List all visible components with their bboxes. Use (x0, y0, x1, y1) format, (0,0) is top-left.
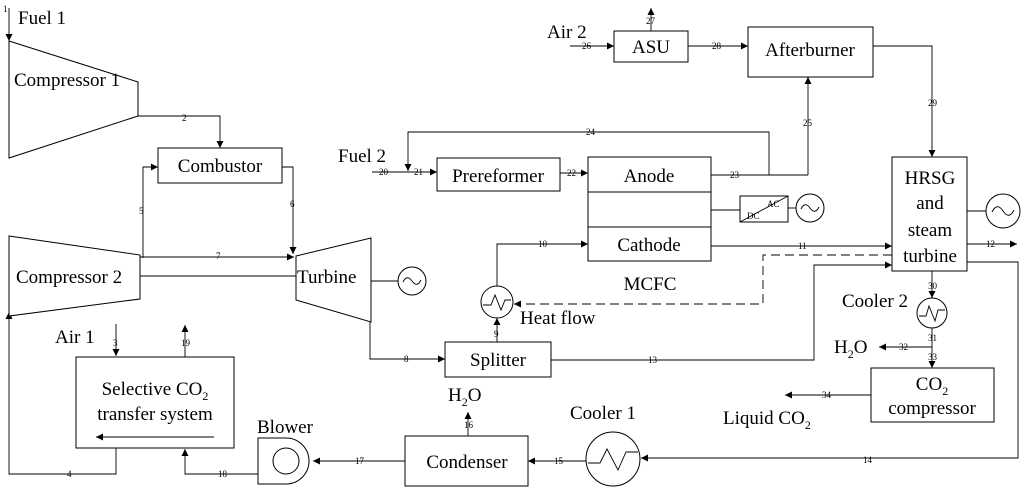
stream-30: 30 (928, 281, 938, 291)
hrsg-steam-turbine-box (891, 156, 968, 272)
label-co2-compressor-line2: compressor (888, 398, 976, 419)
stream-19: 19 (181, 338, 191, 348)
afterburner-box (747, 26, 874, 78)
label-compressor-2: Compressor 2 (16, 267, 122, 288)
label-compressor-1: Compressor 1 (14, 70, 120, 91)
stream-21: 21 (414, 167, 423, 177)
stream-16: 16 (464, 420, 474, 430)
label-combustor: Combustor (178, 156, 263, 177)
mcfc-stack (587, 156, 712, 262)
dc-ac-inverter (739, 195, 789, 223)
generator-icon-turbine (397, 266, 427, 296)
label-hrsg-line4: turbine (903, 246, 957, 267)
turbine (295, 237, 372, 323)
label-blower: Blower (257, 417, 314, 438)
stream-13: 13 (648, 355, 658, 365)
stream-1: 1 (3, 4, 8, 14)
prereformer-box (436, 157, 561, 192)
label-turbine: Turbine (297, 267, 356, 288)
combustor-box (157, 147, 283, 184)
label-prereformer: Prereformer (452, 166, 544, 187)
label-selective-co2-line2: transfer system (97, 404, 213, 425)
stream-17: 17 (355, 456, 365, 466)
cooler-1-heat-exchanger (585, 431, 641, 487)
asu-box (613, 30, 689, 63)
stream-4: 4 (67, 469, 72, 479)
label-condenser: Condenser (426, 452, 508, 473)
label-air-1: Air 1 (55, 327, 95, 348)
stream-26: 26 (582, 41, 592, 51)
stream-12: 12 (986, 239, 995, 249)
stream-14: 14 (863, 455, 873, 465)
condenser-box (404, 435, 529, 487)
stream-22: 22 (567, 168, 576, 178)
generator-icon-hrsg (985, 193, 1021, 229)
label-h2o-condenser: H2O (448, 385, 481, 409)
label-cooler-1: Cooler 1 (570, 403, 636, 424)
heater-icon (480, 285, 514, 319)
label-fuel-1: Fuel 1 (18, 8, 66, 29)
label-anode: Anode (624, 166, 675, 187)
label-afterburner: Afterburner (765, 40, 855, 61)
stream-18: 18 (218, 469, 228, 479)
label-hrsg-line3: steam (908, 220, 953, 241)
stream-2: 2 (182, 113, 187, 123)
stream-5: 5 (139, 206, 144, 216)
label-co2-compressor-line1: CO2 (916, 374, 948, 398)
label-dc: DC (747, 211, 760, 221)
component-labels: Fuel 1 Compressor 1 Combustor Compressor… (14, 8, 976, 473)
stream-32: 32 (899, 342, 908, 352)
stream-23: 23 (730, 170, 740, 180)
blower (257, 437, 310, 485)
generator-icon-mcfc (795, 193, 825, 223)
stream-33: 33 (928, 352, 938, 362)
label-asu: ASU (632, 37, 670, 58)
compressor-2 (8, 235, 141, 317)
label-mcfc: MCFC (624, 274, 677, 295)
label-hrsg-line2: and (916, 193, 944, 214)
stream-6: 6 (290, 199, 295, 209)
stream-29: 29 (928, 98, 938, 108)
stream-7: 7 (216, 251, 221, 261)
cooler-2-heat-exchanger (916, 297, 948, 329)
label-cathode: Cathode (617, 235, 680, 256)
label-selective-co2-line1: Selective CO2 (102, 379, 209, 403)
stream-numbers: 1 2 3 4 5 6 7 8 9 10 11 12 13 14 15 16 1… (3, 4, 995, 479)
selective-co2-transfer-box (75, 356, 235, 449)
label-fuel-2: Fuel 2 (338, 146, 386, 167)
stream-24: 24 (586, 127, 596, 137)
stream-3: 3 (113, 338, 118, 348)
label-cooler-2: Cooler 2 (842, 291, 908, 312)
stream-31: 31 (928, 333, 937, 343)
label-hrsg-line1: HRSG (905, 168, 956, 189)
compressor-1 (8, 40, 139, 159)
label-air-2: Air 2 (547, 22, 587, 43)
stream-9: 9 (494, 329, 499, 339)
splitter-box (444, 341, 552, 378)
label-liquid-co2: Liquid CO2 (723, 408, 811, 432)
stream-34: 34 (822, 390, 832, 400)
label-splitter: Splitter (470, 350, 527, 371)
stream-28: 28 (712, 41, 722, 51)
stream-11: 11 (798, 241, 807, 251)
label-ac: AC (767, 199, 780, 209)
stream-25: 25 (803, 118, 813, 128)
label-h2o-cooler2: H2O (834, 337, 867, 361)
stream-20: 20 (379, 167, 389, 177)
stream-8: 8 (404, 354, 409, 364)
stream-10: 10 (538, 239, 548, 249)
label-heat-flow: Heat flow (520, 308, 596, 329)
co2-compressor-box (870, 367, 995, 423)
stream-27: 27 (646, 16, 656, 26)
flow-lines (5, 8, 1019, 475)
stream-15: 15 (554, 456, 564, 466)
